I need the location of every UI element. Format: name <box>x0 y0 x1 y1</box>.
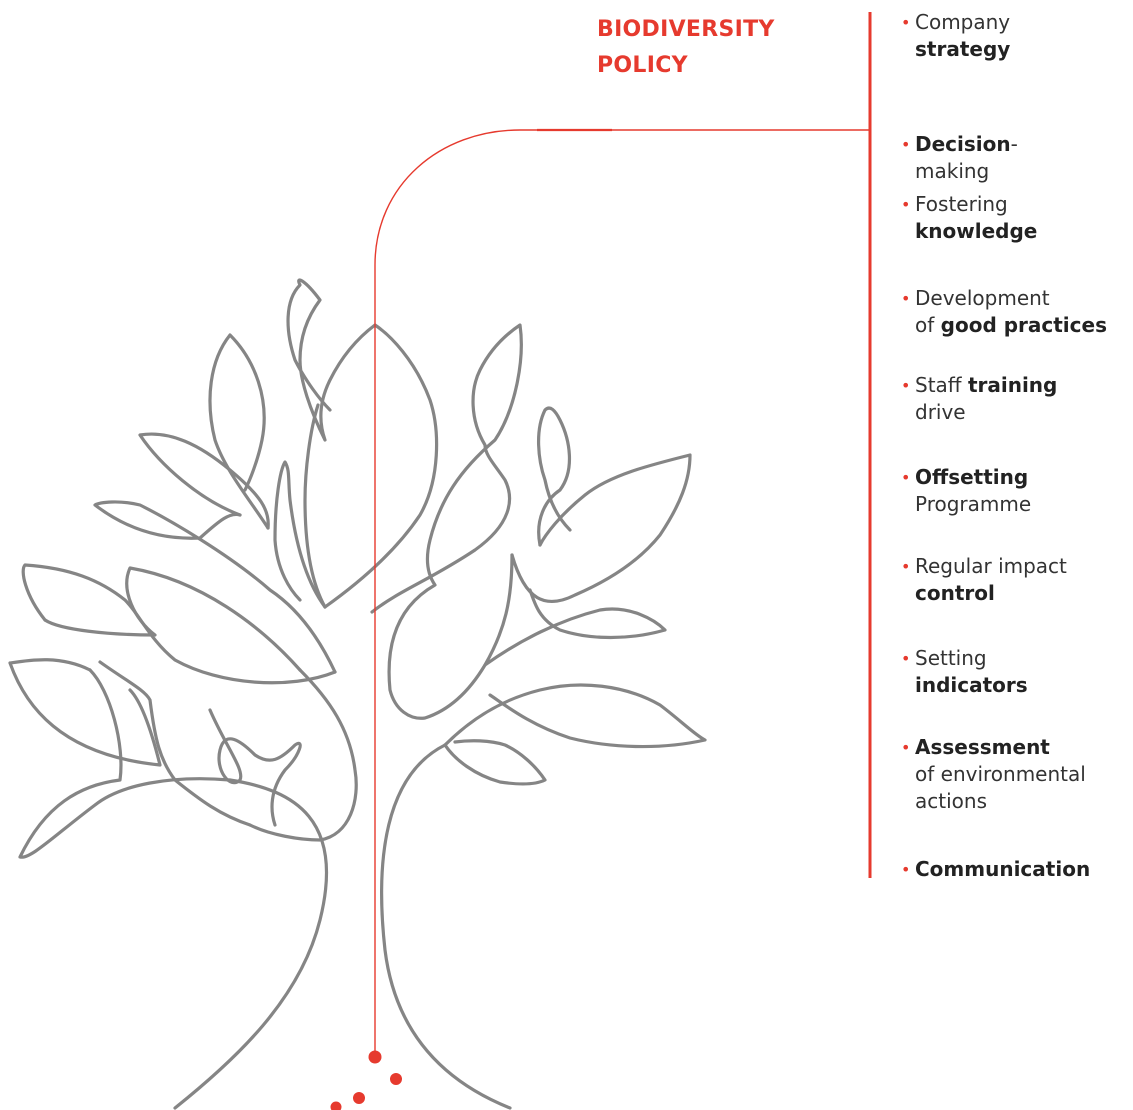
policy-item-line: Decision- <box>900 131 1133 158</box>
bullet-icon: • <box>901 195 911 214</box>
bullet-icon: • <box>901 376 911 395</box>
root-dot <box>390 1073 402 1085</box>
root-dot <box>330 1101 342 1110</box>
policy-item-keyword: training <box>967 373 1058 397</box>
policy-item-line: strategy <box>900 36 1133 63</box>
policy-item-text: making <box>915 159 990 183</box>
policy-item-line: control <box>900 580 1133 607</box>
policy-item-line: knowledge <box>900 218 1133 245</box>
policy-item-line: Regular impact <box>900 553 1133 580</box>
root-dot <box>353 1092 365 1104</box>
policy-item-line: Setting <box>900 645 1133 672</box>
policy-item-line: indicators <box>900 672 1133 699</box>
policy-item-keyword: Decision <box>915 132 1011 156</box>
policy-item-keyword: Offsetting <box>915 465 1029 489</box>
bullet-icon: • <box>901 13 911 32</box>
tree-leaf-left-upper2 <box>138 432 270 530</box>
policy-item: •Communication <box>900 856 1133 883</box>
policy-item-line: Communication <box>900 856 1133 883</box>
policy-item-line: making <box>900 158 1133 185</box>
policy-item-text: drive <box>915 400 966 424</box>
policy-item-text: Company <box>915 10 1011 34</box>
policy-item-text: of environmental <box>915 762 1086 786</box>
bullet-icon: • <box>901 649 911 668</box>
bullet-icon: • <box>901 468 911 487</box>
tree-leaf-right-top <box>370 323 523 720</box>
tree-leaf-inner-small <box>208 708 302 827</box>
tree-leaf-right-lowest <box>443 739 547 786</box>
root-dots <box>330 1050 402 1110</box>
policy-item-text: of <box>915 313 941 337</box>
root-dot <box>368 1050 382 1064</box>
policy-item-line: actions <box>900 788 1133 815</box>
policy-item-keyword: knowledge <box>915 219 1038 243</box>
bullet-icon: • <box>901 860 911 879</box>
tree-leaf-center-stem <box>273 460 327 609</box>
tree-outline <box>8 278 707 1110</box>
tree-leaf-far-left <box>8 658 162 767</box>
tree-leaf-left-upper <box>21 563 337 685</box>
policy-item-line: Programme <box>900 491 1133 518</box>
policy-item-keyword: control <box>915 581 995 605</box>
policy-item-line: Fostering <box>900 191 1133 218</box>
policy-item: •Fostering knowledge <box>900 191 1133 245</box>
policy-item: •Setting indicators <box>900 645 1133 699</box>
policy-item-text: Development <box>915 286 1050 310</box>
policy-item-keyword: good practices <box>940 313 1107 337</box>
policy-item-line: of environmental <box>900 761 1133 788</box>
policy-item-line: Assessment <box>900 734 1133 761</box>
policy-item-line: of good practices <box>900 312 1133 339</box>
tree-leaf-center-lower <box>303 403 327 609</box>
policy-item-text: Setting <box>915 646 987 670</box>
bullet-icon: • <box>901 738 911 757</box>
policy-item-text: Regular impact <box>915 554 1067 578</box>
tree-trunk-right <box>380 743 512 1110</box>
policy-item: •Regular impact control <box>900 553 1133 607</box>
policy-item-keyword: Communication <box>915 857 1091 881</box>
bullet-icon: • <box>901 135 911 154</box>
policy-item-keyword: indicators <box>915 673 1028 697</box>
policy-item: •Company strategy <box>900 9 1133 63</box>
policy-title: BIODIVERSITY POLICY <box>597 12 775 84</box>
policy-item-text: - <box>1010 132 1018 156</box>
bullet-icon: • <box>901 557 911 576</box>
connector-line <box>374 129 870 1055</box>
tree-leaf-right-upper <box>510 453 692 604</box>
tree-leaf-left-mid <box>43 566 302 672</box>
policy-item-keyword: Assessment <box>915 735 1050 759</box>
policy-item-keyword: strategy <box>915 37 1011 61</box>
bullet-icon: • <box>901 289 911 308</box>
tree-leaf-right-low <box>443 683 707 749</box>
policy-item: •Assessment of environmental actions <box>900 734 1133 815</box>
policy-item-line: Development <box>900 285 1133 312</box>
tree-leaf-right-mid <box>483 588 667 667</box>
policy-title-line-1: BIODIVERSITY <box>597 17 775 42</box>
policy-title-line-2: POLICY <box>597 53 688 78</box>
policy-item-line: Company <box>900 9 1133 36</box>
tree-leaf-left-tall <box>208 333 270 530</box>
tree-branch-left-curl <box>248 668 358 842</box>
policy-item-line: Staff training <box>900 372 1133 399</box>
tree-leaf-left-top <box>93 500 337 674</box>
policy-item-line: Offsetting <box>900 464 1133 491</box>
tree-trunk-left <box>173 778 329 1110</box>
tree-leaf-center <box>286 278 439 609</box>
tree-branch-left-low <box>18 668 232 859</box>
policy-item-text: Staff <box>915 373 968 397</box>
policy-item-text: Fostering <box>915 192 1008 216</box>
policy-item: •Decision-making <box>900 131 1133 185</box>
policy-connector <box>374 12 872 1055</box>
policy-item-line: drive <box>900 399 1133 426</box>
tree-leaf-right-tall <box>536 406 572 547</box>
policy-item-text: actions <box>915 789 987 813</box>
tree-leaf-left-small <box>98 660 252 827</box>
policy-item-text: Programme <box>915 492 1032 516</box>
